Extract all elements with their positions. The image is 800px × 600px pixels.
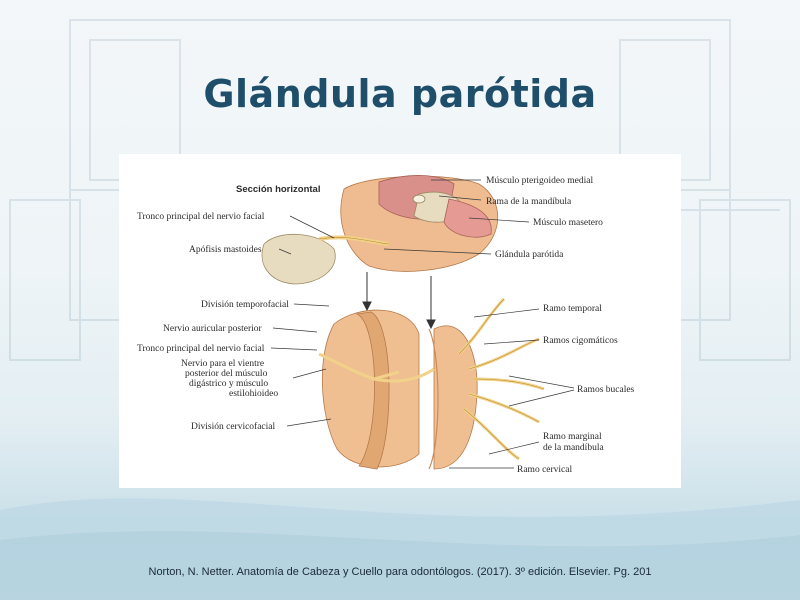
footer-wave	[0, 498, 800, 600]
label-nervio-auricular-posterior: Nervio auricular posterior	[163, 324, 262, 334]
parotid-gland-figure: Sección horizontal Músculo pterigoideo m…	[119, 154, 681, 488]
label-ramo-marginal-line2: de la mandíbula	[543, 443, 604, 453]
section-title-label: Sección horizontal	[236, 184, 320, 195]
section-arrows	[362, 272, 436, 330]
label-nervio-vientre-line4: estilohioideo	[229, 389, 278, 399]
citation-caption: Norton, N. Netter. Anatomía de Cabeza y …	[148, 566, 652, 578]
label-division-cervicofacial: División cervicofacial	[191, 421, 276, 432]
label-musculo-pterigoideo-medial: Músculo pterigoideo medial	[486, 176, 593, 186]
label-ramo-cervical: Ramo cervical	[517, 465, 572, 475]
label-nervio-vientre-line3: digástrico y músculo	[189, 379, 268, 389]
lateral-view-drawing	[318, 297, 545, 470]
label-ramos-cigomaticos: Ramos cigomáticos	[543, 336, 618, 346]
label-nervio-vientre-line1: Nervio para el vientre	[181, 359, 264, 369]
label-ramos-bucales: Ramos bucales	[577, 385, 635, 395]
label-rama-mandibula: Rama de la mandíbula	[486, 197, 572, 207]
label-tronco-nervio-facial-bottom: Tronco principal del nervio facial	[137, 343, 265, 354]
anatomy-illustration: Sección horizontal Músculo pterigoideo m…	[137, 175, 635, 475]
label-musculo-masetero: Músculo masetero	[533, 218, 603, 228]
label-tronco-nervio-facial-top: Tronco principal del nervio facial	[137, 211, 265, 222]
leader-lines	[270, 179, 575, 469]
horizontal-section-drawing	[261, 175, 499, 285]
slide-title: Glándula parótida	[203, 72, 597, 116]
label-nervio-vientre-line2: posterior del músculo	[185, 369, 268, 379]
label-ramo-temporal: Ramo temporal	[543, 304, 602, 314]
label-ramo-marginal-line1: Ramo marginal	[543, 432, 602, 442]
label-apofisis-mastoides: Apófisis mastoides	[189, 244, 262, 255]
label-glandula-parotida: Glándula parótida	[495, 250, 564, 260]
label-division-temporofacial: División temporofacial	[201, 299, 289, 310]
